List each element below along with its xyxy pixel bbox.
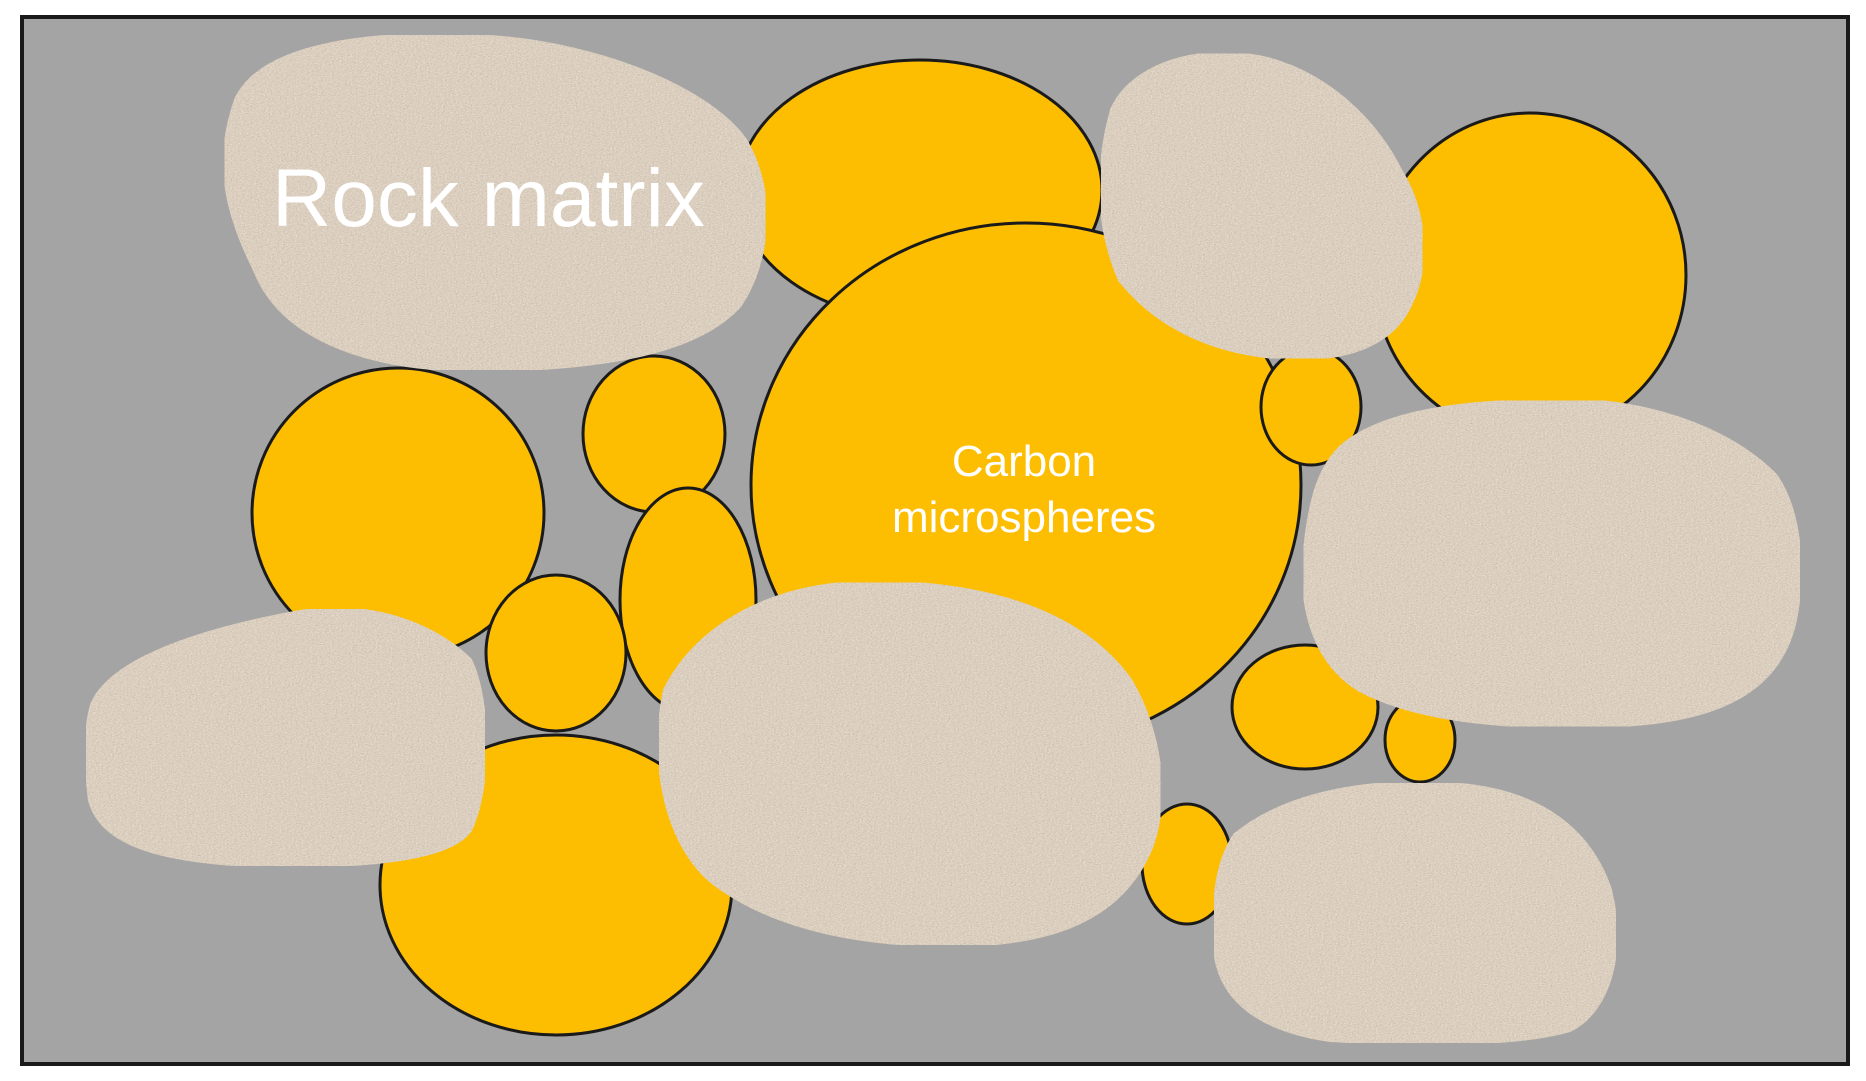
- rock-grain: [1301, 399, 1802, 729]
- rock-grain: [84, 607, 487, 868]
- rock-grain: [657, 580, 1163, 948]
- carbon-microspheres-label-line2: microspheres: [892, 493, 1156, 542]
- microsphere-group: [250, 58, 1688, 1037]
- carbon-microspheres-label-line1: Carbon: [952, 437, 1096, 486]
- rock-grain: [1212, 781, 1618, 1045]
- rock-matrix-label: Rock matrix: [272, 153, 705, 244]
- microsphere: [581, 354, 727, 514]
- rock-grain: [222, 33, 768, 373]
- microsphere: [484, 573, 628, 733]
- rock-grain-group: [84, 33, 1802, 1045]
- rock-grain: [1099, 51, 1425, 361]
